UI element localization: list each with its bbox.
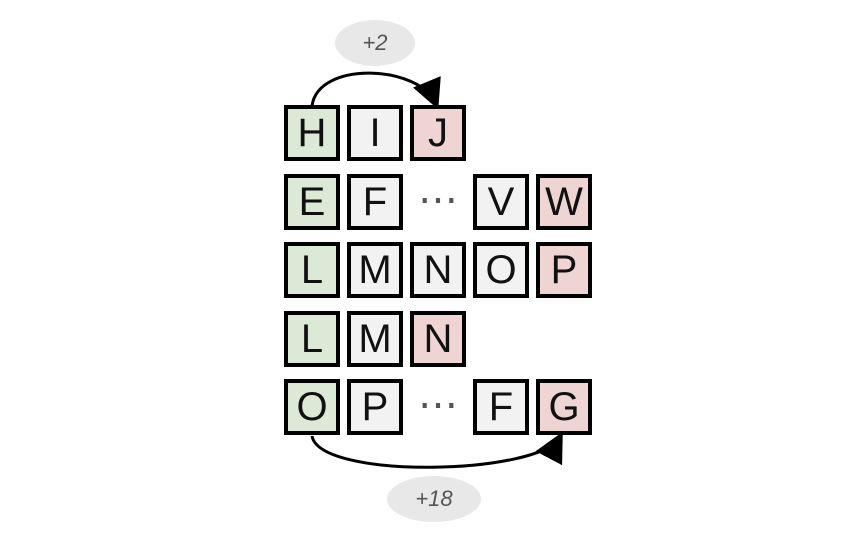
- letter-tile-source: H: [284, 105, 340, 161]
- letter-tile-source: L: [284, 311, 340, 367]
- letter-tile-plain: I: [347, 105, 403, 161]
- bottom-shift-arrow: [310, 431, 563, 469]
- letter-tile-source: E: [284, 174, 340, 230]
- letter-tile-source: L: [284, 242, 340, 298]
- letter-tile-plain: F: [473, 379, 529, 435]
- letter-tile-target: J: [410, 105, 466, 161]
- top-shift-arrow: [310, 71, 441, 110]
- letter-tile-plain: M: [347, 242, 403, 298]
- letter-tile-target: G: [536, 379, 592, 435]
- letter-tile-source: O: [284, 379, 340, 435]
- bottom-shift-label: +18: [387, 476, 481, 522]
- letter-tile-target: W: [536, 174, 592, 230]
- letter-tile-plain: V: [473, 174, 529, 230]
- letter-tile-plain: P: [347, 379, 403, 435]
- letter-tile-plain: M: [347, 311, 403, 367]
- letter-tile-plain: N: [410, 242, 466, 298]
- ellipsis: ⋯: [418, 383, 460, 427]
- letter-tile-plain: F: [347, 174, 403, 230]
- letter-tile-target: N: [410, 311, 466, 367]
- letter-tile-plain: O: [473, 242, 529, 298]
- top-shift-label: +2: [335, 20, 415, 66]
- letter-tile-target: P: [536, 242, 592, 298]
- ellipsis: ⋯: [418, 178, 460, 222]
